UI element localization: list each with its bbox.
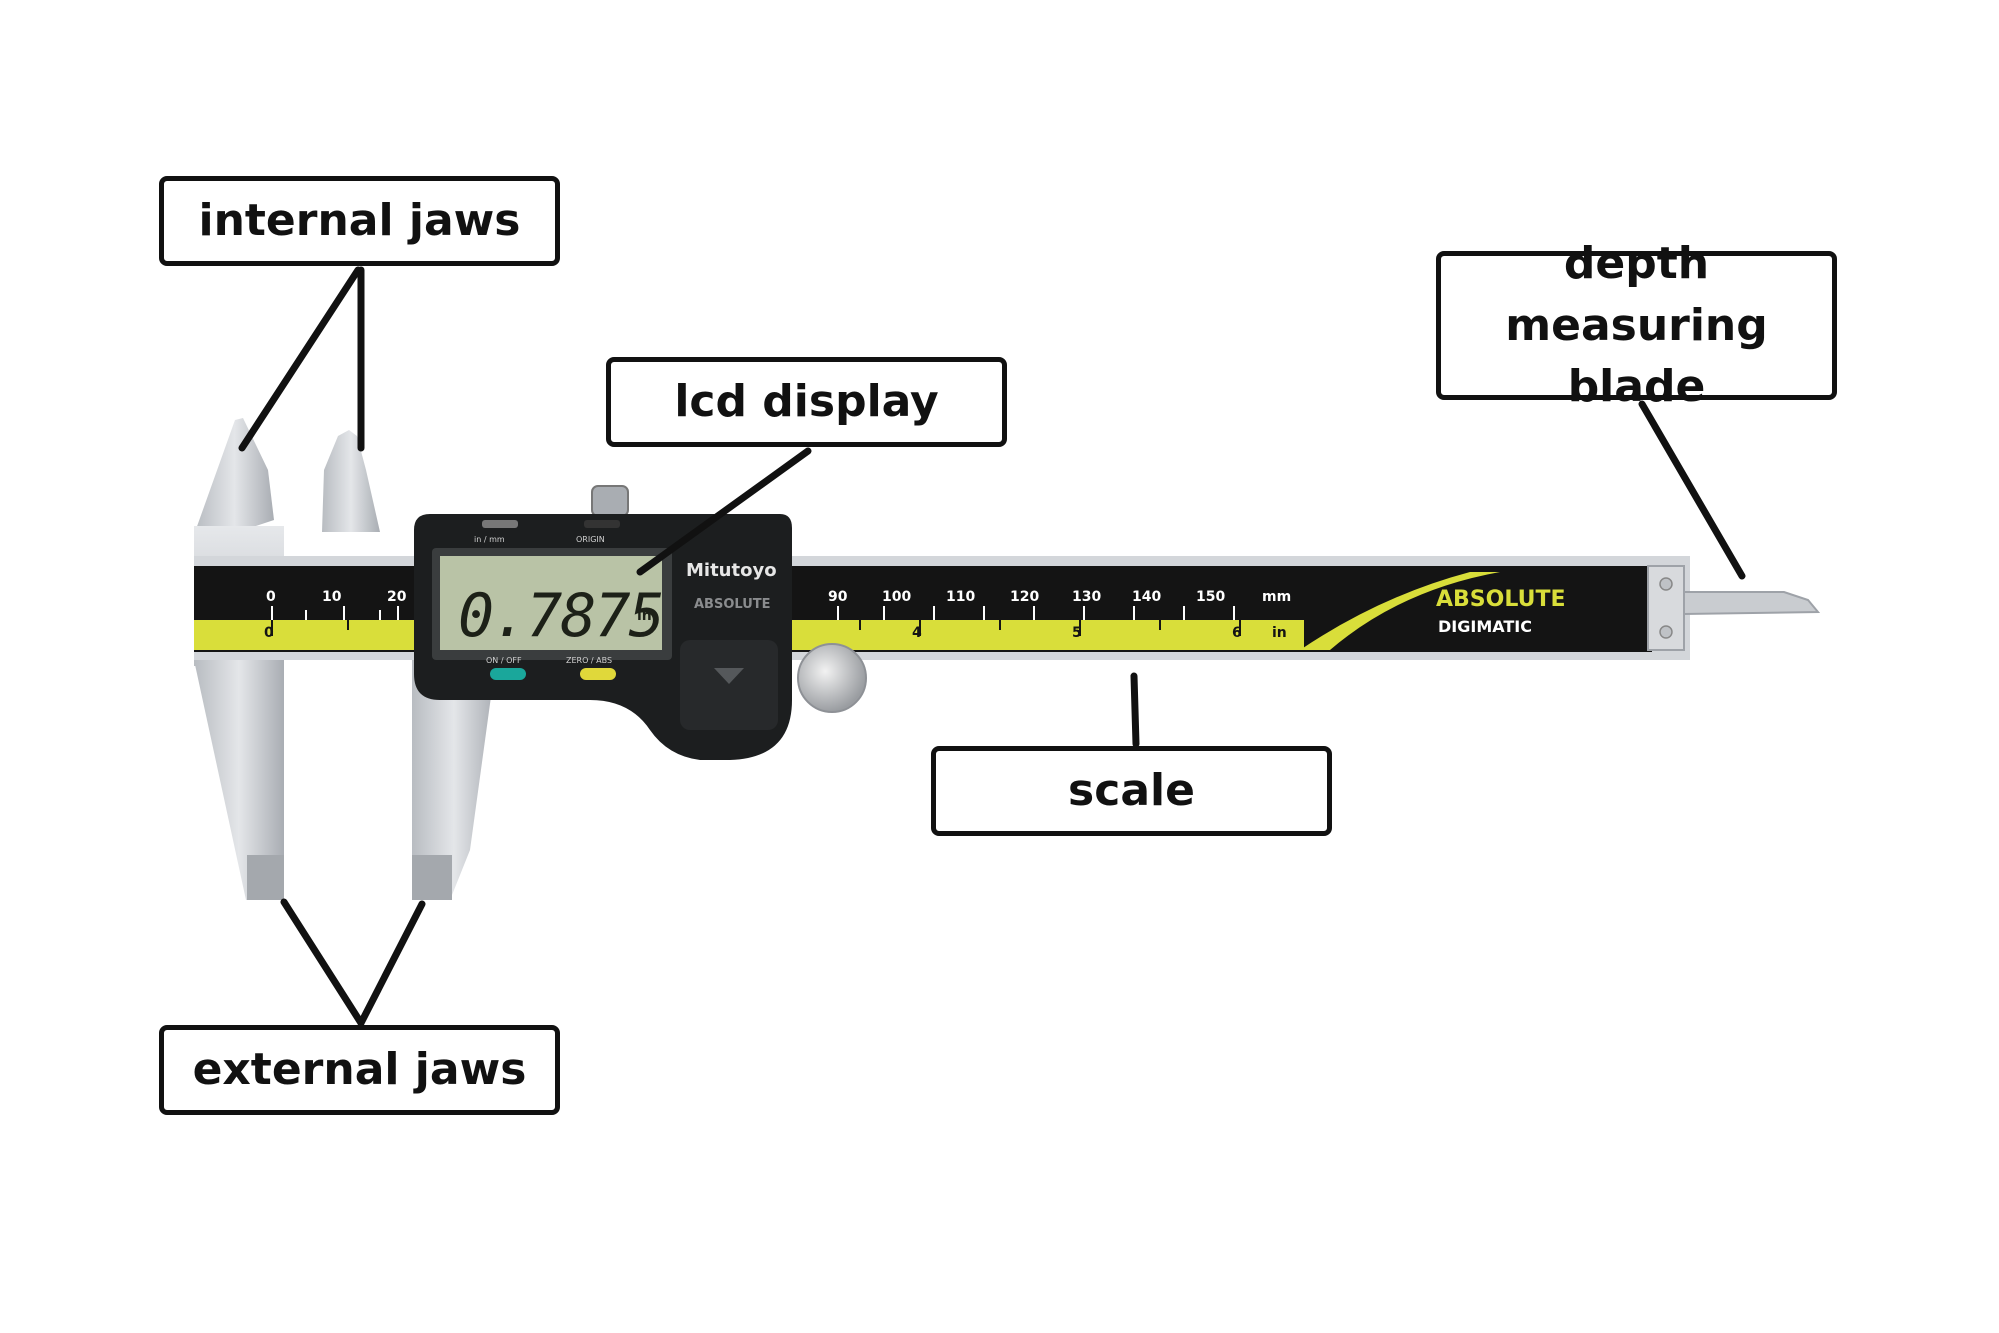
button-caption-left: ON / OFF: [486, 656, 522, 665]
leader-internal-jaw-fixed: [238, 266, 362, 452]
mm-tick-label: 150: [1196, 589, 1225, 605]
logo-absolute: ABSOLUTE: [1436, 587, 1565, 612]
lcd-caption-right: ORIGIN: [576, 535, 605, 544]
brand-sub: ABSOLUTE: [694, 597, 771, 612]
label-internal-jaws: internal jaws: [159, 176, 560, 266]
caliper-body: 0 10 20 90 100 110 120 130 140 150 mm 0 …: [194, 418, 1821, 900]
mm-tick-label: 110: [946, 589, 975, 605]
label-external-jaws: external jaws: [159, 1025, 560, 1115]
zero-abs-button: [580, 668, 616, 680]
mm-tick-label: 100: [882, 589, 911, 605]
mm-tick-label: 120: [1010, 589, 1039, 605]
lcd-screen: [440, 556, 662, 650]
on-off-button: [490, 668, 526, 680]
depth-blade: [1683, 591, 1821, 616]
mm-unit-label: mm: [1262, 589, 1291, 605]
inch-tick-label: 6: [1232, 625, 1242, 641]
leader-lines: [238, 266, 1746, 1027]
external-jaw-fixed: [194, 660, 284, 900]
inch-tick-label: 5: [1072, 625, 1082, 641]
external-jaw-sliding: [412, 660, 496, 900]
lcd-reading: 0.7875: [458, 581, 663, 651]
inch-tick-label: 4: [912, 625, 922, 641]
lock-screw: [591, 485, 629, 517]
label-depth-measuring-blade: depth measuring blade: [1436, 238, 1837, 412]
button-caption-right: ZERO / ABS: [566, 656, 612, 665]
mm-tick-label: 140: [1132, 589, 1161, 605]
brand-name: Mitutoyo: [686, 560, 777, 581]
logo-digimatic: DIGIMATIC: [1438, 617, 1532, 636]
inch-tick-label: 0: [264, 625, 274, 641]
label-scale: scale: [931, 746, 1332, 836]
lcd-caption-left: in / mm: [474, 535, 505, 544]
leader-scale: [1130, 672, 1140, 748]
leader-lcd-display: [636, 447, 812, 576]
scale-graduations: [271, 606, 1235, 620]
mm-tick-label: 20: [387, 589, 407, 605]
lcd-unit: in: [637, 608, 652, 624]
mm-tick-label: 0: [266, 589, 276, 605]
leader-depth-blade: [1638, 400, 1746, 580]
leader-external-jaw-sliding: [357, 900, 426, 1027]
leader-external-jaw-fixed: [280, 898, 365, 1027]
mm-tick-label: 130: [1072, 589, 1101, 605]
mm-tick-label: 10: [322, 589, 342, 605]
scale-yellow-swoosh: [1300, 572, 1500, 650]
internal-jaw-sliding: [322, 430, 380, 532]
internal-jaw-fixed: [195, 418, 274, 532]
mm-tick-label: 90: [828, 589, 848, 605]
label-lcd-display: lcd display: [606, 357, 1007, 447]
inch-unit-label: in: [1272, 625, 1287, 641]
thumb-wheel: [797, 643, 867, 713]
